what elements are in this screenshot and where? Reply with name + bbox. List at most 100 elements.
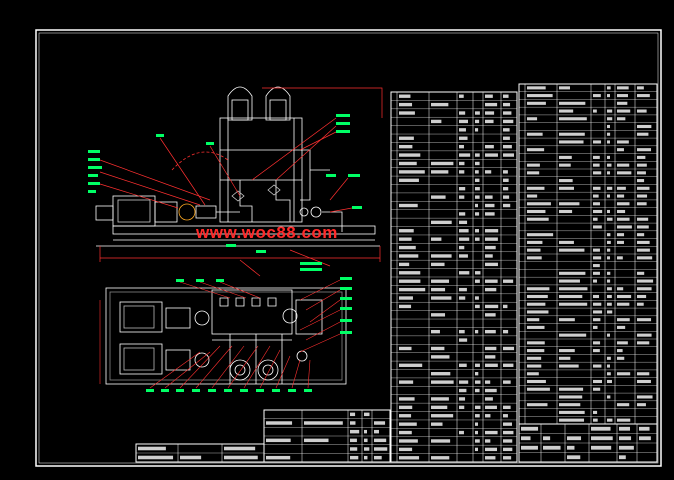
- title-block-cell-text-mark: [567, 436, 582, 441]
- bottom-table-center-cell-text-mark: [266, 438, 291, 443]
- parts-list-right-cell-text-mark: [637, 202, 647, 206]
- parts-list-left-cell-text-mark: [431, 161, 454, 166]
- parts-list-left-cell-text-mark: [475, 119, 480, 124]
- parts-list-left-cell-text-mark: [399, 94, 411, 98]
- front-elevation-view: [95, 86, 380, 247]
- parts-list-left-cell-text-mark: [503, 304, 508, 309]
- parts-list-left-cell-text-mark: [399, 111, 415, 115]
- parts-list-right-cell-text-mark: [607, 310, 613, 314]
- parts-list-right-cell-text-mark: [593, 163, 600, 167]
- title-block-cell-text-mark: [639, 426, 650, 431]
- parts-list-right-cell-text-mark: [607, 294, 612, 299]
- parts-list-left-cell-text-mark: [485, 229, 499, 233]
- parts-list-right-cell-text-mark: [617, 101, 628, 105]
- parts-tables: [135, 83, 658, 463]
- parts-list-right-cell-text-mark: [527, 325, 545, 329]
- title-block-cell-text-mark: [543, 436, 551, 441]
- parts-list-left-cell-text-mark: [399, 380, 414, 384]
- parts-list-right-cell-text-mark: [559, 179, 573, 183]
- parts-list-right-cell-text-mark: [617, 372, 631, 376]
- parts-list-left-cell-text-mark: [503, 119, 514, 124]
- parts-list-right-cell-text-mark: [617, 186, 626, 190]
- parts-list-right-cell-text-mark: [527, 341, 545, 345]
- parts-list-right-cell-text-mark: [593, 349, 600, 353]
- parts-list-right-cell-text-mark: [617, 86, 629, 90]
- parts-list-right-cell-text-mark: [607, 333, 610, 337]
- parts-list-right-cell-text-mark: [637, 148, 652, 152]
- parts-list-left-cell-text-mark: [503, 111, 512, 115]
- parts-list-right-cell-text-mark: [559, 387, 584, 391]
- title-block-cell-text-mark: [521, 445, 538, 450]
- parts-list-left-cell-text-mark: [459, 254, 468, 258]
- title-block-cell-text-mark: [619, 445, 634, 450]
- parts-list-left-cell-text-mark: [485, 237, 498, 241]
- bottom-table-left-cell-text-mark: [138, 446, 166, 451]
- parts-list-left-cell-text-mark: [475, 363, 480, 367]
- parts-list-right-cell-text-mark: [593, 140, 602, 144]
- title-block-cell-text-mark: [591, 436, 613, 441]
- parts-list-left-cell-text-mark: [485, 346, 497, 351]
- parts-list-left-cell-text-mark: [431, 102, 449, 107]
- parts-list-left-cell-text-mark: [485, 329, 496, 334]
- parts-list-right-cell-text-mark: [559, 318, 575, 322]
- bottom-table-center-cell-text-mark: [266, 421, 293, 425]
- front-view-leader-lines: [99, 87, 383, 277]
- parts-list-right-cell-text-mark: [607, 379, 612, 384]
- parts-list-left-cell-text-mark: [503, 422, 512, 426]
- parts-list-left-cell-text-mark: [459, 338, 468, 342]
- bottom-table-center-cell-text-mark: [350, 438, 357, 443]
- parts-list-left-cell-text-mark: [503, 195, 510, 199]
- parts-list-right-cell-text-mark: [637, 395, 653, 399]
- parts-list-left-cell-text-mark: [475, 161, 480, 166]
- parts-list-left-cell-text-mark: [485, 111, 495, 115]
- parts-list-right-cell-text-mark: [559, 132, 585, 136]
- parts-list-left-cell-text-mark: [459, 187, 466, 191]
- parts-list-left-cell-text-mark: [485, 304, 499, 309]
- parts-list-right-cell-text-mark: [607, 163, 612, 167]
- parts-list-right-cell-text-mark: [637, 287, 652, 291]
- parts-list-left-cell-text-mark: [485, 287, 497, 292]
- bottom-table-left-cell-text-mark: [180, 455, 202, 460]
- parts-list-right-cell-text-mark: [617, 256, 623, 260]
- parts-list-right-cell-text-mark: [593, 364, 602, 368]
- parts-list-left-cell-text-mark: [485, 380, 491, 384]
- parts-list-left-cell-text-mark: [431, 119, 442, 124]
- parts-list-left-cell-text-mark: [475, 170, 479, 174]
- parts-list-right-cell-text-mark: [617, 287, 624, 291]
- parts-list-left-cell-text-mark: [399, 414, 412, 418]
- parts-list-right-cell-text-mark: [527, 132, 543, 136]
- parts-list-right-cell-text-mark: [559, 418, 585, 422]
- bottom-table-center-cell-text-mark: [374, 421, 386, 425]
- bottom-table-center-cell-text-mark: [374, 455, 382, 460]
- parts-list-right-cell-text-mark: [527, 94, 553, 98]
- parts-list-right-cell-text-mark: [559, 163, 571, 167]
- parts-list-right-cell-text-mark: [607, 302, 612, 306]
- parts-list-left-cell-text-mark: [475, 111, 480, 115]
- parts-list-right-cell-text-mark: [593, 264, 600, 268]
- parts-list-right-cell-text-mark: [637, 248, 650, 252]
- parts-list-left-cell-text-mark: [485, 414, 491, 418]
- parts-list-right-cell-text-mark: [617, 117, 626, 121]
- parts-list-left-cell-text-mark: [485, 254, 493, 258]
- sheet-frame: [35, 29, 662, 467]
- parts-list-right-cell-text-mark: [637, 163, 647, 167]
- parts-list-right-cell-text-mark: [527, 349, 545, 353]
- plan-view: [105, 287, 347, 385]
- parts-list-right-cell-text-mark: [527, 233, 554, 237]
- parts-list-left-cell-text-mark: [399, 296, 413, 300]
- bottom-table-left-cell-text-mark: [224, 446, 256, 451]
- parts-list-right-cell-text-mark: [637, 294, 647, 299]
- parts-list-left-cell-text-mark: [475, 279, 480, 283]
- parts-list-right-cell-text-mark: [527, 302, 546, 306]
- title-block-cell-text-mark: [567, 455, 581, 460]
- parts-list-right-cell-text-mark: [607, 109, 613, 113]
- parts-list-right-cell-text-mark: [607, 86, 611, 90]
- parts-list-left-cell-text-mark: [503, 144, 512, 149]
- parts-list-left-cell-text-mark: [459, 220, 468, 225]
- parts-list-left-cell-text-mark: [399, 346, 412, 351]
- parts-list-left-cell-text-mark: [485, 195, 493, 199]
- parts-list-right-cell-text-mark: [617, 325, 626, 329]
- parts-list-left-cell-text-mark: [399, 363, 423, 367]
- parts-list-right-cell-text-mark: [607, 256, 611, 260]
- parts-list-left-cell-text-mark: [459, 380, 469, 384]
